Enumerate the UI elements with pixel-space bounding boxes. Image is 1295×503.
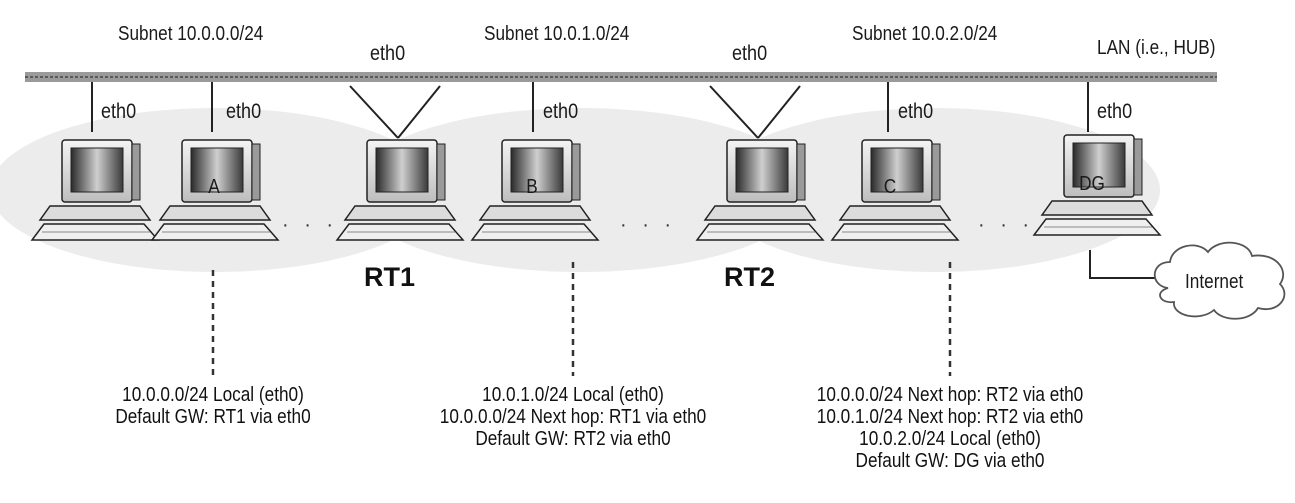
router-rt1-label: RT1 (364, 262, 416, 292)
host-dg-eth0-label: eth0 (1097, 100, 1133, 123)
routing-entry: Default GW: DG via eth0 (855, 450, 1045, 472)
internet-cloud-icon (1153, 241, 1286, 320)
routing-table-b: 10.0.1.0/24 Local (eth0) 10.0.0.0/24 Nex… (424, 384, 722, 450)
routing-table-c: 10.0.0.0/24 Next hop: RT2 via eth0 10.0.… (800, 384, 1101, 472)
routing-table-a: 10.0.0.0/24 Local (eth0) Default GW: RT1… (106, 384, 321, 428)
ellipsis-subnet1: · · · (620, 214, 677, 236)
ellipsis-subnet0: · · · (282, 214, 339, 236)
routing-entry: 10.0.1.0/24 Next hop: RT2 via eth0 (816, 406, 1084, 428)
routing-entry: 10.0.2.0/24 Local (eth0) (859, 428, 1041, 450)
host-a-eth0-label: eth0 (226, 100, 262, 123)
routing-entry: 10.0.1.0/24 Local (eth0) (482, 384, 664, 406)
subnet-0-label: Subnet 10.0.0.0/24 (118, 23, 264, 45)
host-b-eth0-label: eth0 (543, 100, 579, 123)
routing-entry: Default GW: RT2 via eth0 (475, 428, 671, 450)
host0-eth0-label: eth0 (101, 100, 137, 123)
routing-entry: 10.0.0.0/24 Local (eth0) (122, 384, 304, 406)
host-c-eth0-label: eth0 (898, 100, 934, 123)
host-a-label: A (208, 176, 220, 198)
rt1-eth0-label: eth0 (370, 42, 406, 65)
routing-entry: 10.0.0.0/24 Next hop: RT1 via eth0 (439, 406, 707, 428)
host-c-label: C (883, 176, 897, 198)
subnet-1-label: Subnet 10.0.1.0/24 (484, 23, 630, 45)
routing-entry: Default GW: RT1 via eth0 (115, 406, 311, 428)
lan-label: LAN (i.e., HUB) (1097, 37, 1216, 59)
host-b-label: B (526, 176, 538, 198)
host-dg-label: DG (1079, 173, 1105, 195)
routing-entry: 10.0.0.0/24 Next hop: RT2 via eth0 (816, 384, 1084, 406)
rt2-eth0-label: eth0 (732, 42, 768, 65)
router-rt2-label: RT2 (724, 262, 776, 292)
ellipsis-subnet2: · · · (978, 214, 1035, 236)
internet-label: Internet (1185, 271, 1244, 293)
subnet-2-label: Subnet 10.0.2.0/24 (852, 23, 998, 45)
